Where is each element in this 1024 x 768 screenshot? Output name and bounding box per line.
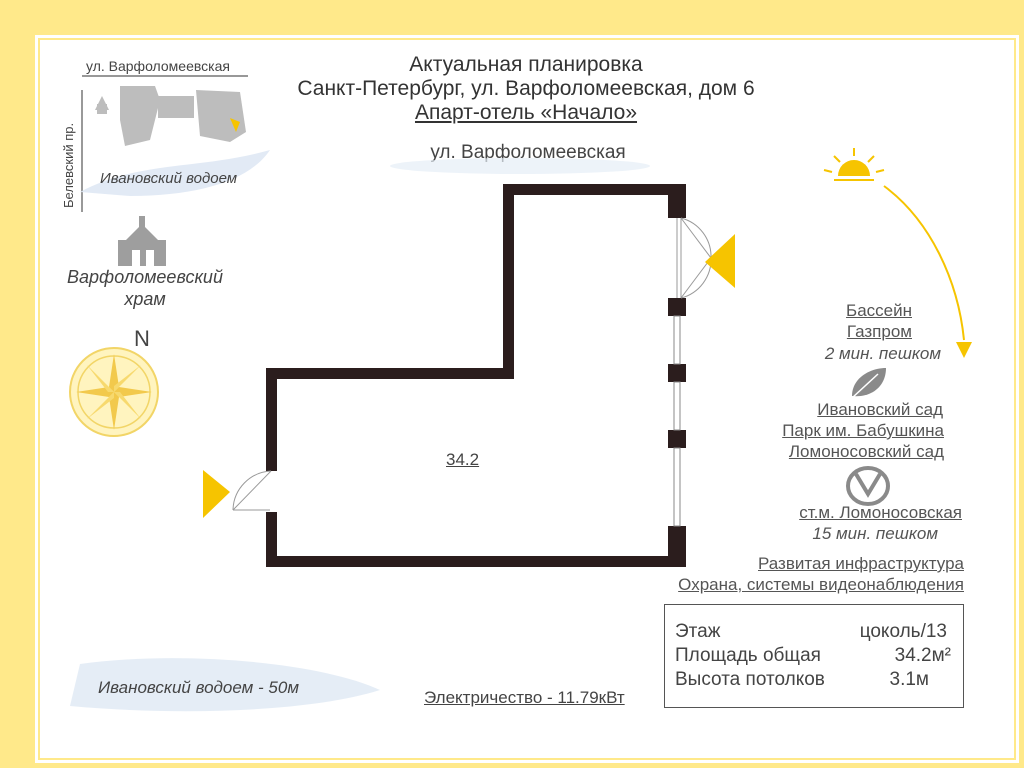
balcony-arrow-icon <box>705 234 735 288</box>
metro-icon <box>846 466 890 506</box>
walls <box>266 184 686 567</box>
spec-area-value: 34.2м² <box>894 645 951 666</box>
street-shading <box>390 158 650 174</box>
pool-info: Бассейн Газпром <box>712 300 912 342</box>
compass-north-label: N <box>134 326 150 351</box>
infrastructure-label: Развитая инфраструктура <box>758 554 964 573</box>
mini-map-pond: Ивановский водоем <box>100 170 238 187</box>
spec-floor-value: цоколь/13 <box>859 621 947 642</box>
specs-box: Этаж цоколь/13 Площадь общая 34.2м² Высо… <box>664 604 964 708</box>
church-label-line1: Варфоломеевский <box>67 267 223 287</box>
room-area-label: 34.2 <box>446 450 480 469</box>
compass-icon <box>69 347 159 437</box>
windows <box>673 315 681 527</box>
right-door <box>676 217 712 299</box>
parks-info: Ивановский сад Парк им. Бабушкина Ломоно… <box>684 399 944 462</box>
pool-line1: Бассейн <box>846 301 912 320</box>
church-label: Варфоломеевский храм <box>40 266 250 310</box>
header-hotel-name: Апарт-отель «Начало» <box>414 101 638 124</box>
outer-frame <box>12 12 1019 763</box>
spec-area: Площадь общая 34.2м² <box>675 645 955 667</box>
electricity-label: Электричество - 11.79кВт <box>424 688 625 707</box>
sun-path-arrow-icon <box>956 342 972 358</box>
mini-map-street-side: Белевский пр. <box>61 122 76 208</box>
church-label-line2: храм <box>124 289 166 309</box>
header-address: Санкт-Петербург, ул. Варфоломеевская, до… <box>297 77 755 100</box>
metro-station: ст.м. Ломоносовская <box>799 503 962 522</box>
spec-height-label: Высота потолков <box>675 669 825 690</box>
entrance-arrow-icon <box>203 470 230 518</box>
spec-floor: Этаж цоколь/13 <box>675 621 955 643</box>
spec-height: Высота потолков 3.1м <box>675 669 955 691</box>
sun-icon <box>823 148 885 181</box>
metro-walk: 15 мин. пешком <box>812 524 938 543</box>
park-lomonosov: Ломоносовский сад <box>788 442 944 461</box>
entrance-door <box>232 470 272 511</box>
mini-map <box>80 75 270 212</box>
pond-distance-label: Ивановский водоем - 50м <box>98 678 299 697</box>
pond-wave <box>70 658 380 712</box>
mini-map-street-top: ул. Варфоломеевская <box>86 58 230 74</box>
header-title: Актуальная планировка <box>409 53 643 76</box>
sun-path-arc <box>883 185 965 341</box>
park-babushkina: Парк им. Бабушкина <box>782 421 944 440</box>
park-ivanovsky: Ивановский сад <box>817 400 943 419</box>
plan-street-label: ул. Варфоломеевская <box>430 142 626 163</box>
spec-area-label: Площадь общая <box>675 645 821 666</box>
spec-height-value: 3.1м <box>889 669 929 690</box>
pool-line2: Газпром <box>846 322 912 341</box>
pool-walk: 2 мин. пешком <box>824 344 941 363</box>
leaf-icon <box>851 368 886 399</box>
spec-floor-label: Этаж <box>675 621 721 642</box>
church-icon <box>118 216 166 266</box>
security-label: Охрана, системы видеонаблюдения <box>678 575 964 594</box>
